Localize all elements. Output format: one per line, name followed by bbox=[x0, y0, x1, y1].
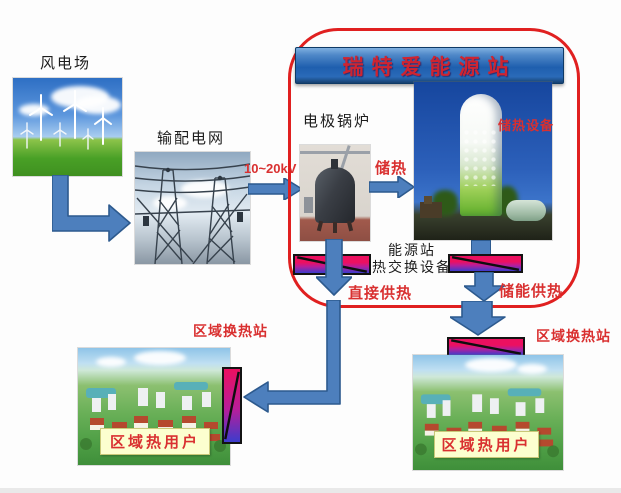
storage-tower-photo bbox=[414, 82, 552, 240]
grid-photo bbox=[135, 152, 250, 264]
arrow-storage-to-district bbox=[450, 301, 506, 336]
wind-farm-photo bbox=[13, 78, 122, 176]
storage-device-label: 储热设备 bbox=[498, 118, 555, 133]
station-hx-label-line1: 能源站 bbox=[388, 242, 436, 258]
arrow-direct-to-district bbox=[243, 300, 341, 413]
arrow-storage-down bbox=[464, 272, 505, 302]
boiler-tank-art bbox=[315, 167, 355, 223]
district-station-left-label: 区域换热站 bbox=[193, 323, 268, 339]
wind-farm-label: 风电场 bbox=[40, 55, 92, 72]
direct-supply-label: 直接供热 bbox=[348, 285, 413, 302]
voltage-label: 10~20kV bbox=[244, 161, 297, 176]
energy-station-boundary bbox=[288, 28, 580, 308]
arrow-wind-to-grid bbox=[52, 175, 131, 242]
charge-heat-label: 储热 bbox=[375, 160, 408, 177]
heat-exchanger-district-left bbox=[222, 367, 242, 444]
storage-tower-art bbox=[460, 94, 502, 216]
arrow-boiler-to-storage bbox=[369, 176, 415, 198]
station-title: 瑞特爱能源站 bbox=[342, 55, 517, 79]
storage-supply-label: 储能供热 bbox=[499, 283, 564, 300]
station-hx-label: 能源站 热交换设备 bbox=[366, 242, 458, 276]
district-station-right-label: 区域换热站 bbox=[536, 328, 611, 344]
bottom-strip bbox=[0, 488, 621, 493]
district-users-left-label: 区域热用户 bbox=[109, 434, 200, 451]
storage-tank-art bbox=[506, 200, 546, 221]
district-users-right-box: 区域热用户 bbox=[434, 431, 539, 458]
district-users-right-label: 区域热用户 bbox=[441, 437, 532, 454]
arrow-boiler-down bbox=[316, 239, 352, 296]
station-hx-label-line2: 热交换设备 bbox=[372, 259, 452, 275]
station-banner: 瑞特爱能源站 bbox=[295, 47, 564, 84]
grid-label: 输配电网 bbox=[157, 130, 226, 147]
wind-turbines-art bbox=[20, 90, 112, 150]
district-photo-right: 区域热用户 bbox=[413, 355, 563, 470]
boiler-label: 电极锅炉 bbox=[303, 113, 372, 130]
district-photo-left: 区域热用户 bbox=[78, 348, 230, 465]
heat-exchanger-bottom-right bbox=[447, 337, 525, 357]
district-users-left-box: 区域热用户 bbox=[100, 428, 210, 455]
boiler-photo bbox=[300, 145, 370, 241]
power-lines-art bbox=[135, 163, 250, 264]
heat-exchanger-right bbox=[448, 254, 523, 273]
